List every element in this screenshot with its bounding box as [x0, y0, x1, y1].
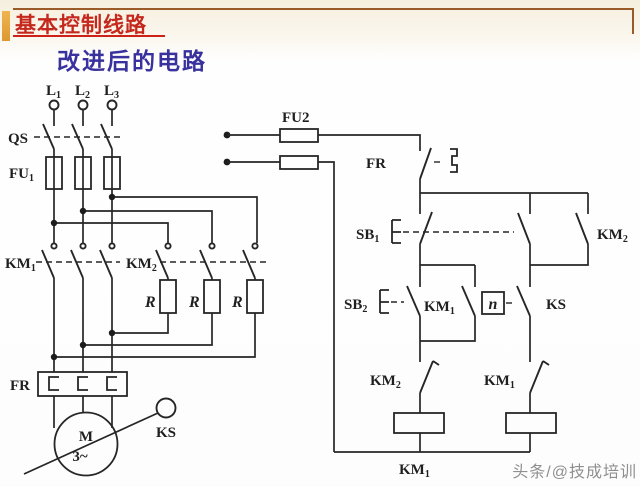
sb1-label: SB1: [356, 227, 379, 245]
motor: M 3~ KS: [23, 397, 177, 477]
fuse-symbol: [74, 156, 92, 190]
km1-interlock-and-km2-coil: KM1: [484, 360, 557, 452]
fu1-label: FU1: [9, 166, 34, 184]
km1-interlock-label: KM1: [484, 373, 515, 391]
n-label: n: [489, 296, 498, 313]
km2-main-contacts: KM2: [126, 242, 268, 279]
motor-shaft-line: [23, 412, 159, 475]
terminal-label-L2: L2: [75, 83, 90, 101]
title-underline: [13, 35, 165, 37]
header-rule-end-tick: [632, 8, 634, 34]
terminal-circle: [106, 99, 118, 111]
phase-terminals: L1 L2 L3: [46, 83, 119, 111]
watermark: 头条/@技成培训: [512, 464, 637, 481]
branch-feeders-to-km2: [50, 193, 258, 243]
resistor-label: R: [144, 294, 156, 311]
page-subtitle: 改进后的电路: [57, 49, 207, 74]
terminal-circle: [48, 99, 60, 111]
km1-coil-label: KM1: [399, 462, 430, 480]
n-box: [481, 291, 505, 315]
ks-speed-switch-circle: [155, 397, 177, 419]
qs-label: QS: [8, 131, 28, 147]
page-title: 基本控制线路: [15, 13, 147, 37]
fr-ctrl-label: FR: [366, 156, 386, 172]
terminal-label-L3: L3: [104, 83, 119, 101]
km2-coil: [505, 412, 557, 434]
km1-main-contacts: KM1: [5, 242, 120, 372]
header-accent-bar: [2, 11, 10, 41]
fuse-symbol: [279, 128, 319, 143]
sb2-start-button: SB2: [344, 264, 476, 341]
fr-nc-contact: FR: [366, 147, 458, 193]
fr-box: [37, 371, 128, 397]
km2-interlock-label: KM2: [370, 373, 401, 391]
km2-interlock-and-km1-coil: KM2: [370, 341, 445, 452]
ks-main-label: KS: [156, 425, 176, 441]
fr-overload-relay: FR: [10, 371, 128, 428]
sb1-stop-button: SB1: [356, 193, 531, 265]
km2-main-label: KM2: [126, 256, 157, 274]
km2-aux-contact: KM2: [530, 193, 628, 266]
fr-main-label: FR: [10, 378, 30, 394]
terminal-circle: [77, 99, 89, 111]
motor-phase-label: 3~: [72, 449, 88, 465]
fuse-symbol: [103, 156, 121, 190]
fu1-fuses: FU1: [9, 149, 121, 243]
fuse-symbol: [45, 156, 63, 190]
resistor-label: R: [188, 294, 200, 311]
km2-aux-label: KM2: [597, 227, 628, 245]
fu2-label: FU2: [282, 110, 310, 126]
braking-resistors: R R R: [50, 278, 264, 361]
terminal-label-L1: L1: [46, 83, 61, 101]
km1-selfhold-contact: KM1: [420, 285, 476, 342]
km1-coil: [393, 412, 445, 434]
resistor-symbol: [159, 279, 177, 314]
header-rule: [13, 8, 634, 10]
resistor-symbol: [203, 279, 221, 314]
motor-m-label: M: [79, 429, 93, 445]
km1-main-label: KM1: [5, 256, 36, 274]
motor-circle: [53, 411, 119, 477]
qs-knife-switch: QS: [8, 110, 124, 150]
ks-ctrl-label: KS: [546, 297, 566, 313]
fu2-fuses: FU2: [223, 110, 421, 452]
sb2-label: SB2: [344, 297, 367, 315]
resistor-symbol: [246, 279, 264, 314]
resistor-label: R: [231, 294, 243, 311]
speed-relay-contact: n KS: [481, 265, 566, 362]
fuse-symbol: [279, 155, 319, 170]
km1-aux-label: KM1: [424, 299, 455, 317]
